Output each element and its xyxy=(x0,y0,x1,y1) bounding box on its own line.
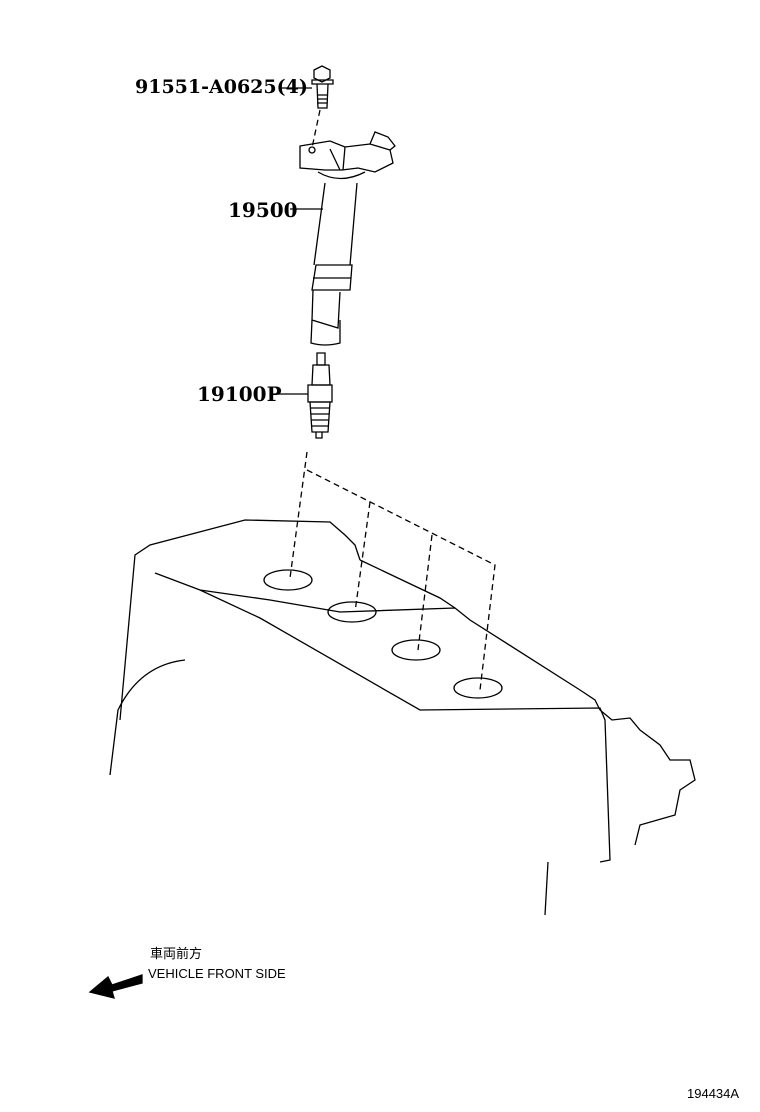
illustration-id: 194434A xyxy=(687,1086,740,1101)
ignition-coil-drawing xyxy=(299,131,396,346)
front-arrow-icon xyxy=(88,974,143,999)
part-label-bolt: 91551-A0625(4) xyxy=(135,76,308,98)
part-label-spark-plug: 19100P xyxy=(197,382,282,406)
bolt-drawing xyxy=(311,65,334,109)
direction-note-english: VEHICLE FRONT SIDE xyxy=(148,966,286,981)
installation-dashed-lines xyxy=(289,451,496,691)
spark-plug-drawing xyxy=(307,352,333,439)
bolt-axis-dashed xyxy=(311,109,321,149)
part-label-coil: 19500 xyxy=(228,198,298,222)
direction-note-japanese: 車両前方 xyxy=(150,946,203,961)
cylinder-head-drawing xyxy=(109,519,696,916)
